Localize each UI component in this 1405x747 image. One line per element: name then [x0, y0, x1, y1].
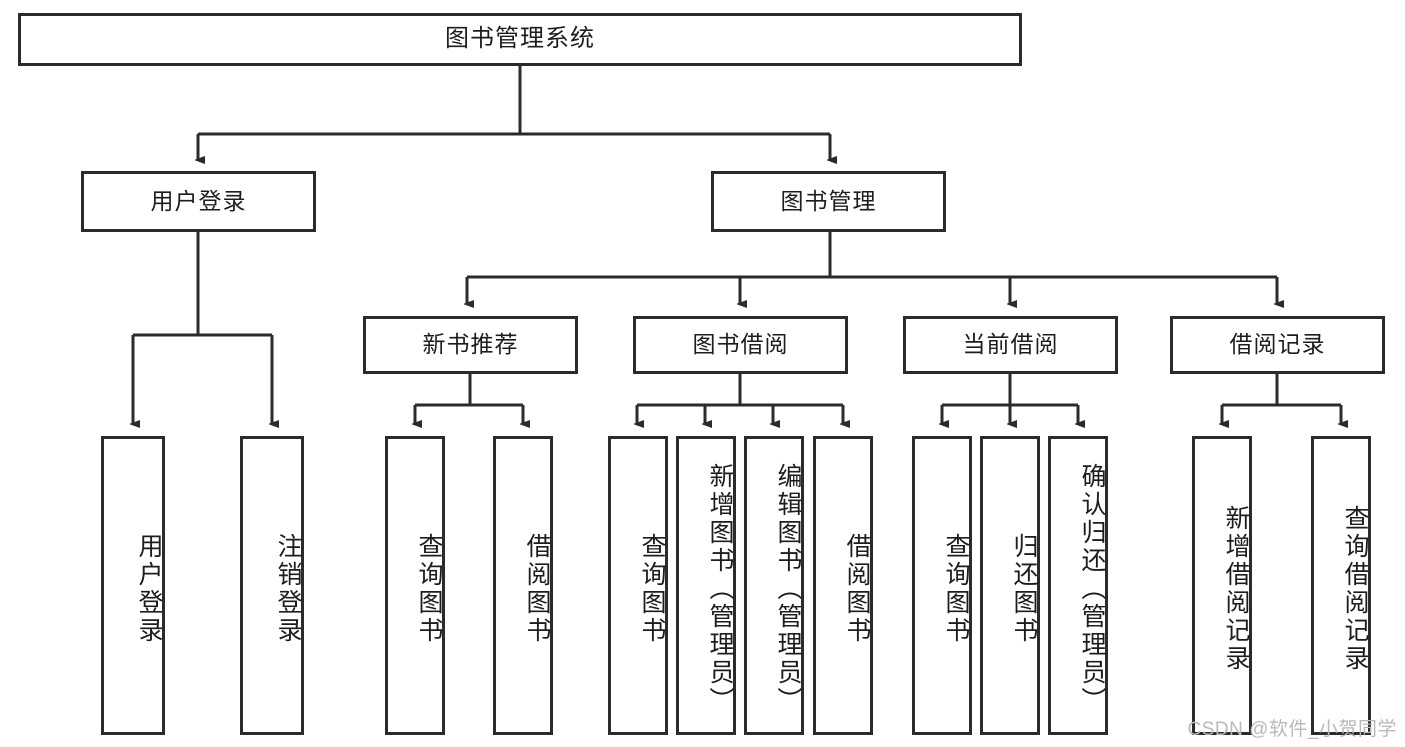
leaf-query-book-1[interactable]: 查询图书: [385, 436, 445, 735]
leaf-borrow-book-1[interactable]: 借阅图书: [493, 436, 553, 735]
leaf-query-book-2[interactable]: 查询图书: [608, 436, 668, 735]
leaf-query-book-3-label: 查询图书: [942, 532, 970, 645]
node-root[interactable]: 图书管理系统: [18, 13, 1022, 66]
node-new-book-recommend[interactable]: 新书推荐: [363, 316, 578, 374]
node-root-label: 图书管理系统: [445, 25, 595, 53]
node-book-borrow[interactable]: 图书借阅: [633, 316, 848, 374]
leaf-logout-login-label: 注销登录: [274, 532, 302, 645]
leaf-query-book-3[interactable]: 查询图书: [912, 436, 972, 735]
leaf-confirm-return-label: 确认归还（管理员）: [1078, 462, 1106, 715]
leaf-borrow-book-1-label: 借阅图书: [523, 532, 551, 645]
node-current-borrow-label: 当前借阅: [962, 331, 1059, 358]
node-user-login[interactable]: 用户登录: [81, 171, 316, 232]
node-book-manage-label: 图书管理: [780, 187, 877, 214]
leaf-user-login[interactable]: 用户登录: [101, 436, 165, 735]
node-user-login-label: 用户登录: [150, 187, 247, 214]
node-book-borrow-label: 图书借阅: [692, 331, 789, 358]
node-book-manage[interactable]: 图书管理: [711, 171, 946, 232]
leaf-query-book-1-label: 查询图书: [415, 532, 443, 645]
watermark: CSDN @软件_小贺同学: [1187, 719, 1397, 740]
leaf-return-book[interactable]: 归还图书: [980, 436, 1040, 735]
leaf-query-record-label: 查询借阅记录: [1341, 504, 1369, 673]
leaf-logout-login[interactable]: 注销登录: [240, 436, 304, 735]
leaf-borrow-book-2[interactable]: 借阅图书: [813, 436, 873, 735]
leaf-return-book-label: 归还图书: [1010, 532, 1038, 645]
node-borrow-record-label: 借阅记录: [1229, 331, 1326, 358]
leaf-user-login-label: 用户登录: [135, 532, 163, 645]
leaf-borrow-book-2-label: 借阅图书: [843, 532, 871, 645]
leaf-edit-book-label: 编辑图书（管理员）: [774, 462, 802, 715]
leaf-query-book-2-label: 查询图书: [638, 532, 666, 645]
leaf-query-record[interactable]: 查询借阅记录: [1311, 436, 1371, 735]
leaf-add-record[interactable]: 新增借阅记录: [1192, 436, 1252, 735]
node-borrow-record[interactable]: 借阅记录: [1170, 316, 1385, 374]
node-current-borrow[interactable]: 当前借阅: [903, 316, 1118, 374]
node-new-book-recommend-label: 新书推荐: [422, 331, 519, 358]
leaf-add-book[interactable]: 新增图书（管理员）: [676, 436, 736, 735]
leaf-add-book-label: 新增图书（管理员）: [706, 462, 734, 715]
leaf-confirm-return[interactable]: 确认归还（管理员）: [1048, 436, 1108, 735]
leaf-edit-book[interactable]: 编辑图书（管理员）: [744, 436, 804, 735]
leaf-add-record-label: 新增借阅记录: [1222, 504, 1250, 673]
